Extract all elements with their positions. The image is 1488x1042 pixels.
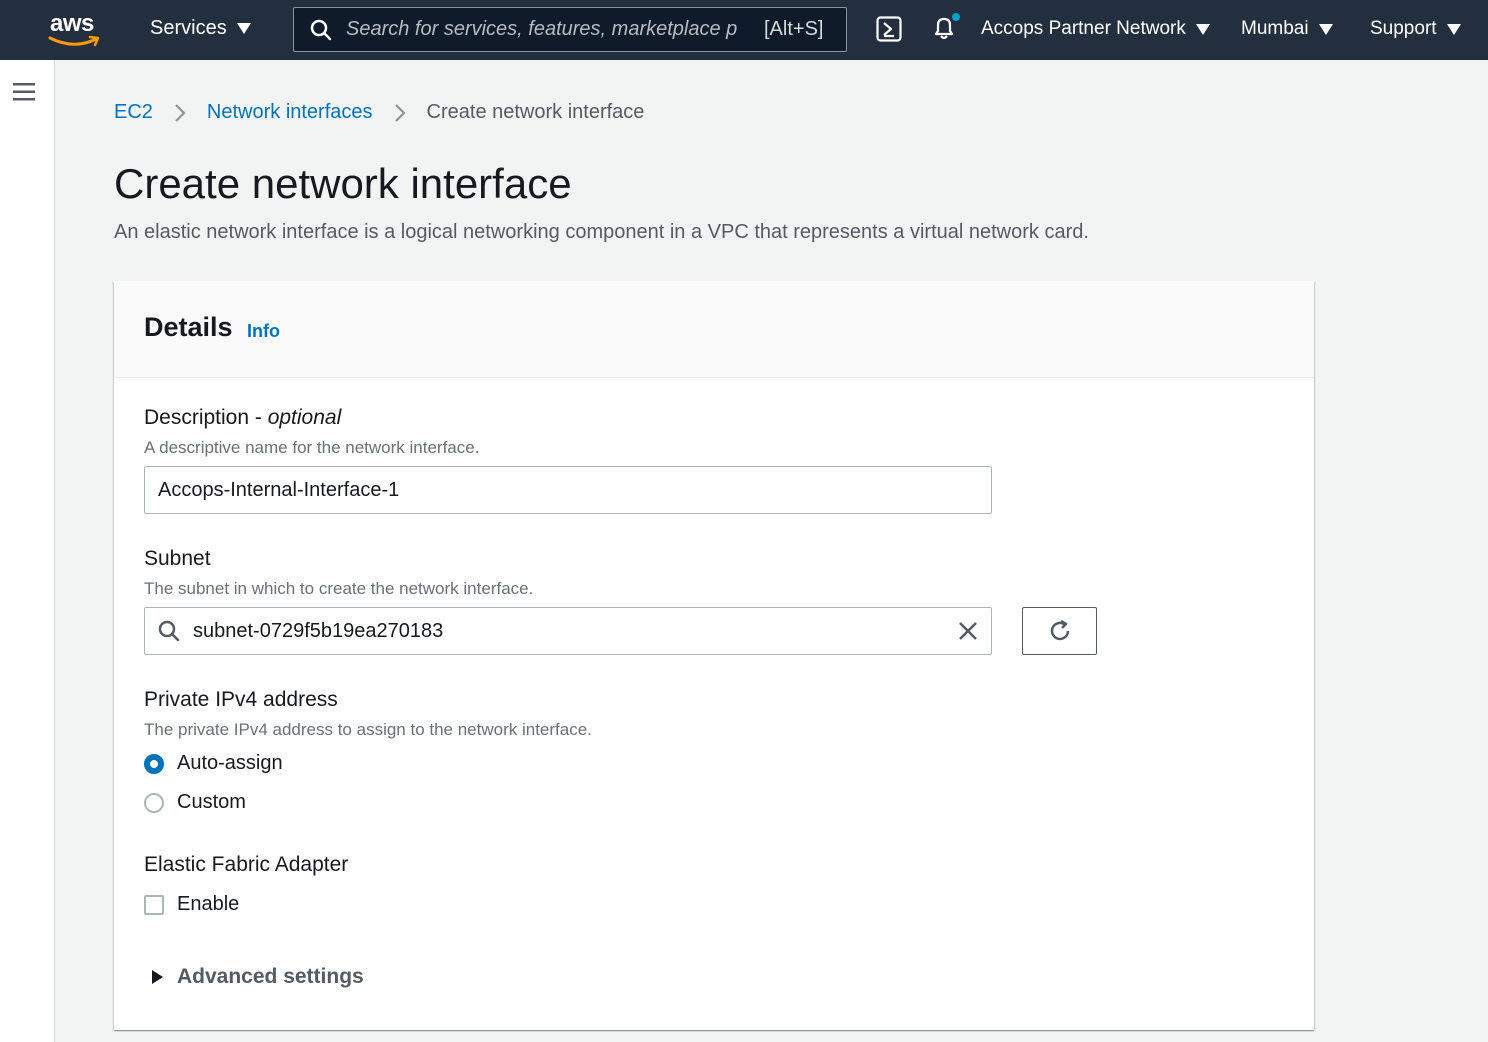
breadcrumb-current: Create network interface (426, 101, 645, 123)
global-search[interactable]: [Alt+S] (293, 7, 847, 52)
aws-smile-icon (48, 35, 100, 47)
efa-enable-checkbox-row[interactable]: Enable (144, 893, 239, 916)
hamburger-menu-icon[interactable] (13, 83, 35, 101)
aws-logo[interactable]: aws (48, 10, 102, 48)
radio-label: Auto-assign (177, 752, 283, 774)
side-navigation-strip (0, 60, 55, 1042)
radio-label: Custom (177, 791, 246, 813)
details-heading: Details (144, 312, 233, 342)
region-menu-button[interactable]: Mumbai (1241, 18, 1333, 40)
radio-custom[interactable]: Custom (144, 791, 246, 814)
chevron-right-icon (394, 103, 406, 122)
search-shortcut-hint: [Alt+S] (764, 18, 824, 40)
advanced-settings-label: Advanced settings (177, 965, 364, 988)
subnet-label: Subnet (144, 547, 211, 570)
clear-icon[interactable] (957, 620, 979, 642)
account-menu-button[interactable]: Accops Partner Network (981, 18, 1210, 40)
subnet-value: subnet-0729f5b19ea270183 (193, 619, 444, 642)
search-icon (310, 19, 332, 40)
page-description: An elastic network interface is a logica… (114, 221, 1089, 243)
refresh-icon (1050, 619, 1069, 641)
caret-down-icon (1446, 23, 1461, 35)
subnet-hint: The subnet in which to create the networ… (144, 579, 534, 598)
info-link[interactable]: Info (247, 321, 280, 341)
top-navigation-bar: aws Services [Alt+S] Accops Partner Netw… (0, 0, 1488, 60)
radio-button-checked[interactable] (144, 753, 164, 774)
description-input[interactable] (144, 466, 992, 514)
cloudshell-icon[interactable] (876, 16, 902, 42)
caret-right-icon (152, 970, 163, 984)
efa-enable-checkbox[interactable] (144, 894, 164, 915)
services-menu-button[interactable]: Services (150, 17, 251, 40)
ipv4-label: Private IPv4 address (144, 688, 338, 711)
page-title: Create network interface (114, 160, 572, 207)
account-label: Accops Partner Network (981, 18, 1186, 39)
radio-auto-assign[interactable]: Auto-assign (144, 752, 283, 775)
services-label: Services (150, 17, 227, 39)
search-input[interactable] (346, 18, 746, 41)
ipv4-hint: The private IPv4 address to assign to th… (144, 720, 592, 739)
advanced-settings-toggle[interactable]: Advanced settings (152, 965, 364, 989)
breadcrumb-link-ec2[interactable]: EC2 (114, 101, 153, 123)
aws-logo-text: aws (50, 10, 94, 37)
search-icon (158, 620, 180, 642)
breadcrumb: EC2 Network interfaces Create network in… (114, 101, 644, 124)
details-panel-header: Details Info (114, 281, 1314, 378)
chevron-right-icon (175, 103, 186, 122)
caret-down-icon (236, 23, 251, 34)
refresh-subnets-button[interactable] (1022, 607, 1097, 655)
description-label-text: Description - (144, 406, 268, 429)
support-menu-button[interactable]: Support (1370, 18, 1461, 40)
support-label: Support (1370, 18, 1437, 39)
caret-down-icon (1195, 23, 1210, 35)
description-label: Description - optional (144, 406, 341, 430)
notifications-bell-icon[interactable] (930, 13, 960, 43)
radio-button[interactable] (144, 792, 164, 813)
checkbox-label: Enable (177, 893, 240, 915)
optional-tag: optional (267, 406, 342, 429)
efa-label: Elastic Fabric Adapter (144, 853, 349, 876)
breadcrumb-link-network-interfaces[interactable]: Network interfaces (206, 101, 373, 123)
caret-down-icon (1318, 23, 1333, 35)
description-hint: A descriptive name for the network inter… (144, 438, 480, 457)
region-label: Mumbai (1241, 18, 1309, 39)
details-panel: Details Info Description - optional A de… (114, 281, 1314, 1030)
subnet-select[interactable]: subnet-0729f5b19ea270183 (144, 607, 992, 655)
